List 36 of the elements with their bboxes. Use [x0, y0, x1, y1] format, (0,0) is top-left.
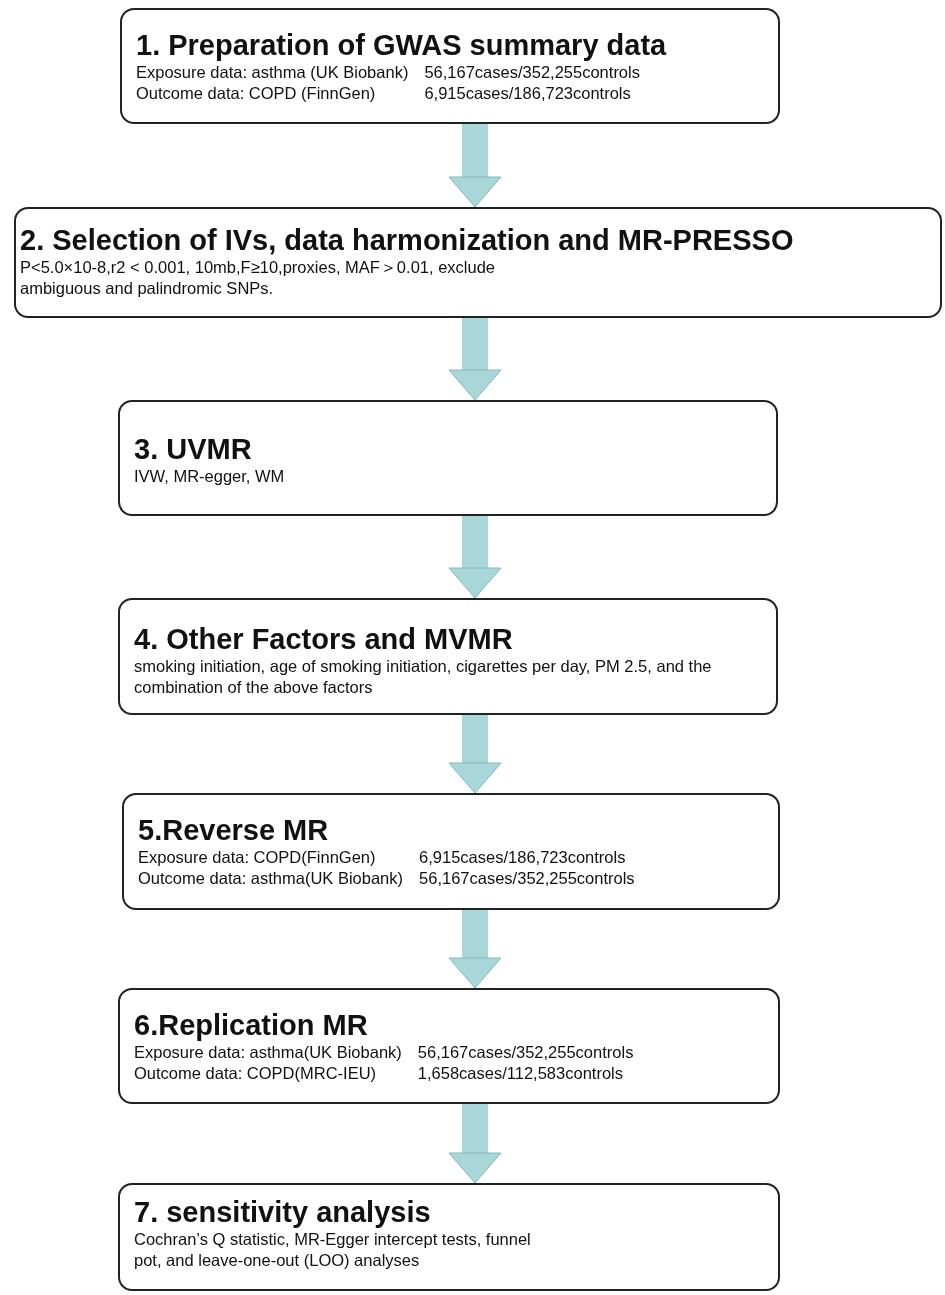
- step-heading: 4. Other Factors and MVMR: [134, 622, 513, 656]
- dataset-text: Exposure data: asthma (UK Biobank): [136, 62, 409, 83]
- dataset-text: Outcome data: COPD (FinnGen): [136, 83, 377, 104]
- arrow: [448, 715, 502, 794]
- sample-size-text: 56,167cases/352,255controls: [419, 868, 635, 889]
- process-box: [118, 988, 780, 1104]
- arrow: [448, 124, 502, 208]
- dataset-text: Exposure data: asthma(UK Biobank): [134, 1042, 402, 1063]
- step-heading: 6.Replication MR: [134, 1008, 368, 1042]
- step-heading: 7. sensitivity analysis: [134, 1195, 431, 1229]
- step-heading: 5.Reverse MR: [138, 813, 329, 847]
- step-description: smoking initiation, age of smoking initiation, cigarettes per day, PM 2.5, and the combination of the above factors: [134, 656, 713, 698]
- dataset-text: Outcome data: COPD(MRC-IEU): [134, 1063, 378, 1084]
- arrow: [448, 910, 502, 989]
- dataset-text: Outcome data: asthma(UK Biobank): [138, 868, 404, 889]
- process-box: [118, 400, 778, 516]
- process-box: [122, 793, 780, 910]
- step-description: P<5.0×10-8,r2 < 0.001, 10mb,F≥10,proxies, MAF＞0.01, exclude ambiguous and palindromic SNPs.: [20, 257, 497, 299]
- step-heading: 3. UVMR: [134, 432, 252, 466]
- process-box: [118, 598, 778, 715]
- sample-size-text: 56,167cases/352,255controls: [417, 1042, 634, 1063]
- sample-size-text: 1,658cases/112,583controls: [417, 1063, 624, 1084]
- step-description: Cochran’s Q statistic, MR-Egger intercept tests, funnel pot, and leave-one-out (LOO) analyses: [134, 1229, 532, 1271]
- process-box: [118, 1183, 780, 1291]
- arrow: [448, 516, 502, 599]
- arrow: [448, 1104, 502, 1184]
- dataset-text: Exposure data: COPD(FinnGen): [138, 847, 377, 868]
- step-description: IVW, MR-egger, WM: [134, 466, 286, 487]
- sample-size-text: 6,915cases/186,723controls: [424, 83, 632, 104]
- sample-size-text: 6,915cases/186,723controls: [419, 847, 627, 868]
- arrow: [448, 318, 502, 401]
- process-box: [120, 8, 780, 124]
- step-heading: 1. Preparation of GWAS summary data: [136, 28, 667, 62]
- sample-size-text: 56,167cases/352,255controls: [424, 62, 640, 83]
- process-box: [14, 207, 942, 318]
- step-heading: 2. Selection of IVs, data harmonization and MR-PRESSO: [20, 223, 794, 257]
